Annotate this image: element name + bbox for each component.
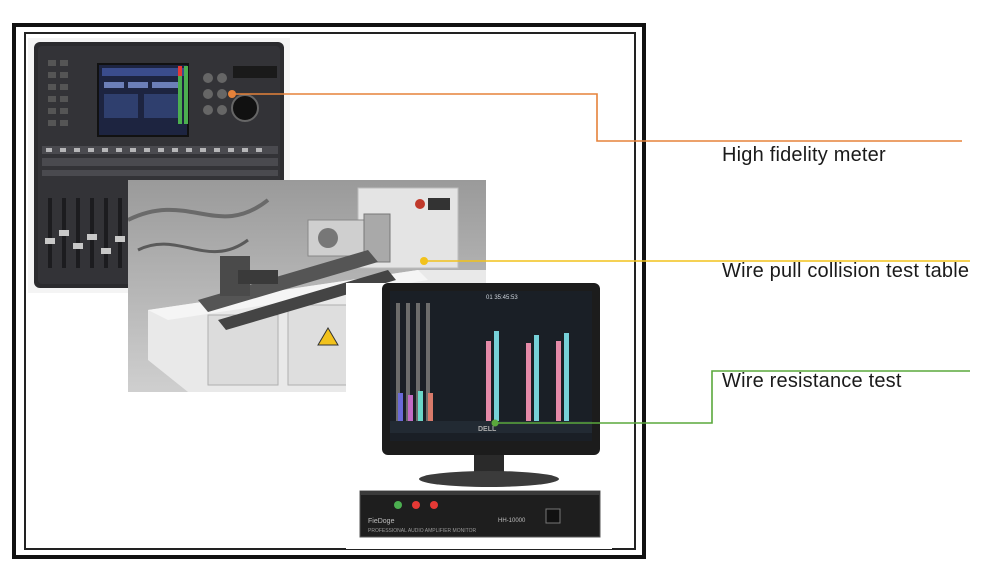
meter-callout-line bbox=[232, 93, 962, 142]
outer-frame bbox=[12, 23, 646, 559]
amplifier-caption: PROFESSIONAL AUDIO AMPLIFIER MONITOR bbox=[368, 528, 477, 534]
screen-header-text: 01 35:45:53 bbox=[486, 295, 518, 301]
amplifier-brand-label: FieDoge bbox=[368, 518, 395, 525]
callout-label-meter: High fidelity meter bbox=[722, 144, 886, 166]
callout-label-resistance: Wire resistance test bbox=[722, 370, 902, 392]
inner-frame bbox=[24, 32, 636, 550]
amplifier-model-label: HH-10000 bbox=[498, 518, 526, 524]
meter-callout-dot bbox=[228, 90, 236, 98]
resistance-callout-line bbox=[495, 370, 970, 424]
monitor-brand-label: DELL bbox=[478, 426, 497, 433]
callout-label-pull: Wire pull collision test table bbox=[722, 260, 970, 282]
pull-callout-dot bbox=[420, 257, 428, 265]
monitor-amplifier-photo: DELL 01 35:45:53 FieDoge HH-10000 PROFES… bbox=[346, 283, 612, 549]
resistance-callout-dot bbox=[491, 419, 499, 427]
